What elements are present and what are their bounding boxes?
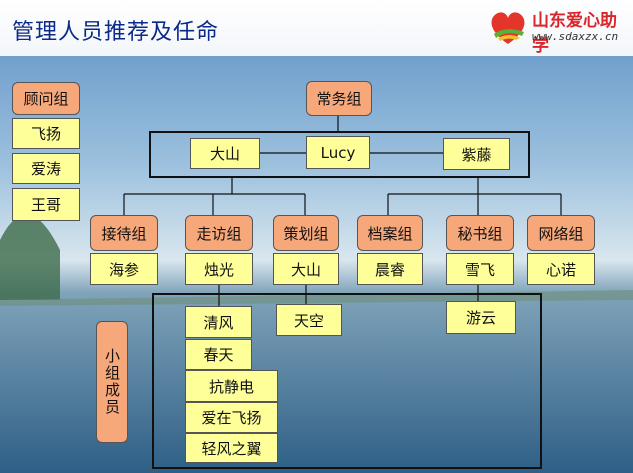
advisor-member-box: 飞扬 [12, 118, 80, 149]
group-box-visiting: 走访组 [185, 215, 253, 251]
group-leader-box: 晨睿 [357, 253, 423, 285]
secretary-member-box: 游云 [446, 301, 516, 334]
standing-member-box: 大山 [190, 138, 260, 169]
advisor-member-box: 王哥 [12, 188, 80, 221]
visit-member-box: 清风 [185, 306, 252, 338]
standing-group-box: 常务组 [306, 81, 372, 116]
plan-member-box: 天空 [276, 304, 342, 336]
standing-member-box: Lucy [306, 136, 370, 169]
visit-member-box: 轻风之翼 [185, 433, 278, 463]
group-leader-box: 心诺 [527, 253, 595, 285]
group-leader-box: 雪飞 [446, 253, 514, 285]
page-title: 管理人员推荐及任命 [12, 20, 220, 45]
members-label: 小组成员 [103, 348, 121, 416]
members-frame [152, 293, 542, 469]
group-box-planning: 策划组 [273, 215, 339, 251]
group-leader-box: 烛光 [185, 253, 253, 285]
group-box-secretary: 秘书组 [446, 215, 514, 251]
group-leader-box: 大山 [273, 253, 339, 285]
group-box-network: 网络组 [527, 215, 595, 251]
advisor-member-box: 爱涛 [12, 153, 80, 184]
group-leader-box: 海参 [90, 253, 158, 285]
visit-member-box: 春天 [185, 339, 252, 370]
standing-group-frame [149, 131, 530, 178]
visit-member-box: 抗静电 [185, 370, 278, 402]
group-box-reception: 接待组 [90, 215, 158, 251]
logo: 山东爱心助学 www.sdaxzx.cn [486, 4, 626, 56]
group-box-archives: 档案组 [357, 215, 423, 251]
visit-member-box: 爱在飞扬 [185, 402, 278, 433]
advisor-group-box: 顾问组 [12, 82, 80, 115]
header-bar [0, 0, 633, 56]
logo-name: 山东爱心助学 [532, 11, 617, 56]
members-label-box: 小组成员 [96, 321, 128, 443]
logo-url: www.sdaxzx.cn [532, 30, 619, 43]
standing-member-box: 紫藤 [443, 138, 510, 170]
heart-logo-icon [491, 12, 525, 44]
